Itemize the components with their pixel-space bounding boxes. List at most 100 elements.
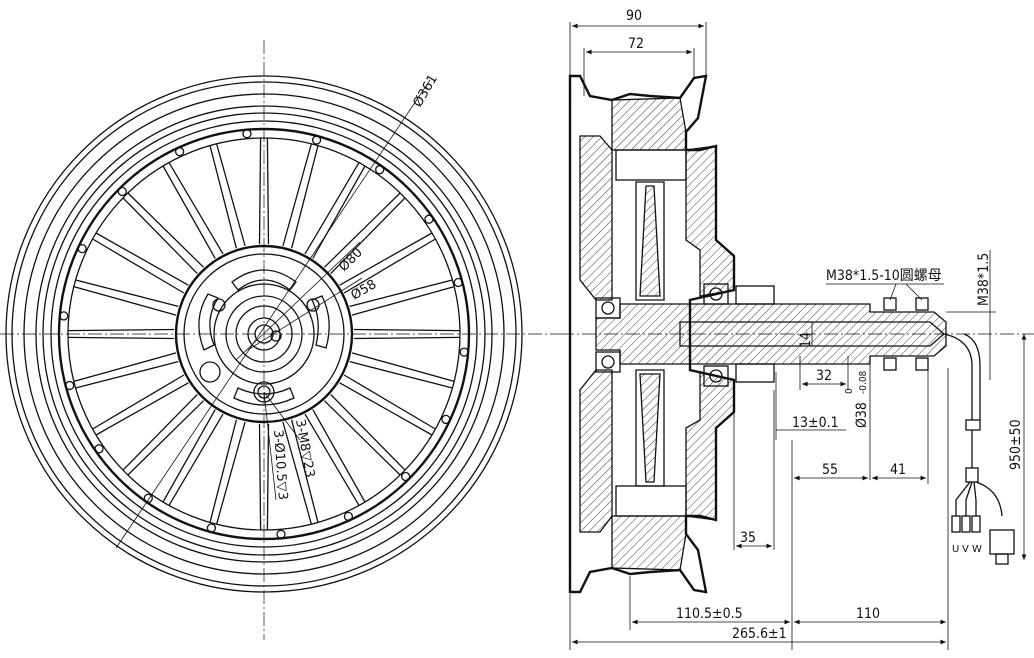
- thread-note-leader-1: [889, 283, 897, 301]
- spoke-edge: [312, 165, 366, 259]
- mount-bolt-1: [212, 298, 226, 312]
- dim-38-label: Ø38: [854, 402, 870, 428]
- spoke-edge: [209, 145, 238, 249]
- spoke-outer-ring: [67, 137, 461, 531]
- bearing-ball-right-bottom: [709, 369, 723, 383]
- terminal-v: [961, 515, 971, 533]
- thread-note: M38*1.5-10圆螺母: [826, 268, 942, 284]
- spoke-edge: [304, 162, 360, 255]
- dim-32-label: 32: [816, 368, 832, 384]
- rim-bolt-hole: [276, 529, 286, 539]
- spoke-edge: [282, 143, 313, 247]
- dim-13-label: 13±0.1: [792, 415, 839, 431]
- rim-bolt-hole: [94, 444, 104, 454]
- wire-v: [965, 481, 973, 516]
- cable-clamp: [965, 419, 981, 431]
- spoke-edge: [266, 423, 270, 531]
- dia-361-leader: [115, 79, 431, 549]
- spoke-edge: [122, 197, 198, 275]
- spoke-edge: [258, 137, 262, 245]
- spoke-edge: [73, 352, 177, 383]
- outer-nut-2-top: [915, 297, 929, 311]
- stator-core-bottom: [639, 373, 661, 483]
- rim-bolt-hole: [311, 135, 322, 145]
- spoke-edge: [343, 238, 436, 294]
- dim-110-5-label: 110.5±0.5: [676, 606, 743, 622]
- rim-bolt-hole: [65, 380, 75, 391]
- spoke-edge: [353, 328, 461, 332]
- rim-bolt-hole: [77, 243, 87, 254]
- wire-w: [973, 481, 977, 516]
- bearing-left-bottom: [595, 351, 621, 373]
- spoke-edge: [162, 165, 216, 259]
- spoke-edge: [162, 409, 216, 503]
- rim-bolt-hole: [174, 146, 185, 157]
- dim-72-label: 72: [628, 36, 644, 52]
- rim-bolt-hole: [424, 214, 434, 224]
- rim-bolt-hole: [459, 347, 469, 357]
- spoke-edge: [127, 192, 205, 268]
- spoke-edge: [304, 413, 360, 506]
- wire-w-label: W: [972, 544, 982, 555]
- holes-10-5-label: 3-Ø10.5▽3: [270, 429, 290, 500]
- spoke-edge: [127, 400, 205, 476]
- dia-80-label: Ø80: [336, 245, 366, 275]
- rim-bolt-hole: [206, 523, 217, 533]
- spoke-edge: [209, 419, 238, 523]
- spoke-edge: [330, 393, 406, 471]
- hub-ring: [183, 253, 345, 415]
- magnet-block-bottom: [615, 485, 687, 517]
- spoke-edge: [323, 192, 401, 268]
- rim-bolt-hole: [59, 311, 69, 321]
- rim-top-section: [611, 97, 687, 151]
- stator-bottom: [635, 369, 665, 487]
- spoke-edge: [258, 423, 262, 531]
- dim-14-label: 14: [798, 332, 814, 348]
- outer-nut-2-bottom: [915, 357, 929, 371]
- spoke-edge: [343, 374, 436, 430]
- spoke-edge: [290, 419, 319, 523]
- hub-ring-58: [225, 295, 303, 373]
- spoke-edge: [330, 197, 406, 275]
- spoke-edge: [323, 400, 401, 476]
- spoke-edge: [95, 232, 189, 286]
- rim-bolt-hole: [242, 129, 252, 139]
- bearing-ball-right-top: [709, 287, 723, 301]
- hall-connector: [989, 529, 1015, 555]
- spoke-edge: [353, 336, 461, 340]
- front-view: Ø361 Ø80 Ø58 3-M8▽23 3-Ø10.5▽3: [0, 40, 560, 640]
- dim-35-label: 35: [740, 530, 756, 546]
- tire-ring-2: [11, 81, 517, 587]
- outer-nut-1-top: [883, 297, 897, 311]
- spoke-edge: [351, 285, 455, 316]
- spoke-edge: [349, 360, 453, 389]
- tire-outer-circle: [5, 75, 523, 593]
- axle-shaft: [595, 303, 947, 365]
- stator-core-top: [639, 185, 661, 297]
- cable-upper: [943, 333, 973, 420]
- dim-265-label: 265.6±1: [732, 626, 787, 642]
- hub-slot-right: [311, 295, 330, 349]
- holes-10-5-leader: [263, 391, 277, 501]
- hall-connector-tip: [995, 553, 1009, 565]
- wire-u: [955, 481, 971, 516]
- hub-outer: [174, 244, 354, 424]
- bearing-ball-left-top: [601, 301, 615, 315]
- wire-v-label: V: [962, 544, 969, 555]
- dim-110-label: 110: [856, 606, 880, 622]
- bearing-ball-left-bottom: [601, 355, 615, 369]
- spoke-edge: [75, 360, 179, 389]
- tire-ring-3: [23, 93, 505, 575]
- rim-bolt-hole: [441, 414, 451, 425]
- nut-bottom: [735, 363, 775, 383]
- cable-upper-2: [963, 333, 981, 420]
- housing-right-bottom: [685, 371, 735, 521]
- hub-slot-left: [198, 293, 219, 351]
- thread-note-leader-2: [905, 283, 923, 301]
- hub-flange: [213, 283, 315, 385]
- bearing-left-top: [595, 297, 621, 319]
- hub-small-hole: [270, 330, 282, 342]
- terminal-u: [951, 515, 961, 533]
- spoke-edge: [67, 328, 175, 332]
